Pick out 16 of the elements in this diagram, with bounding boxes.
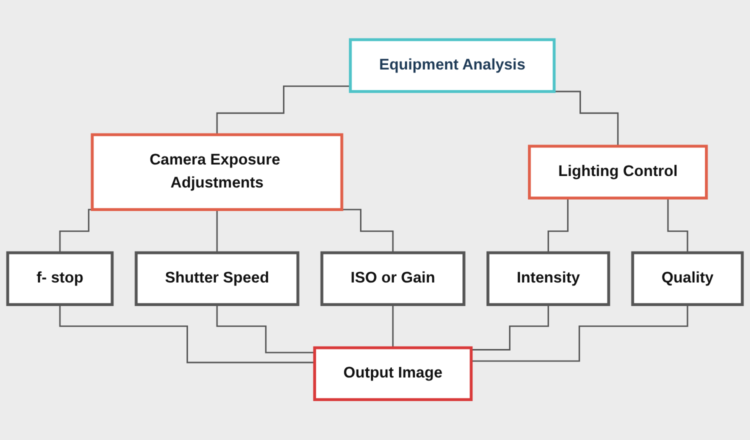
node-box: ISO or Gain <box>320 252 466 306</box>
node-box: Output Image <box>313 346 473 402</box>
connector <box>216 86 350 136</box>
connector <box>216 209 218 254</box>
node-box: Camera Exposure Adjustments <box>90 134 344 212</box>
node-box: Equipment Analysis <box>348 38 556 94</box>
node-box: f- stop <box>6 252 114 306</box>
connector <box>392 304 394 349</box>
connector <box>59 304 315 364</box>
node-box: Quality <box>631 252 744 306</box>
connector <box>471 304 550 351</box>
connector <box>216 304 315 354</box>
node-box: Shutter Speed <box>134 252 300 306</box>
connector <box>471 304 688 362</box>
node-box: Intensity <box>486 252 610 306</box>
node-box: Lighting Control <box>528 145 708 200</box>
